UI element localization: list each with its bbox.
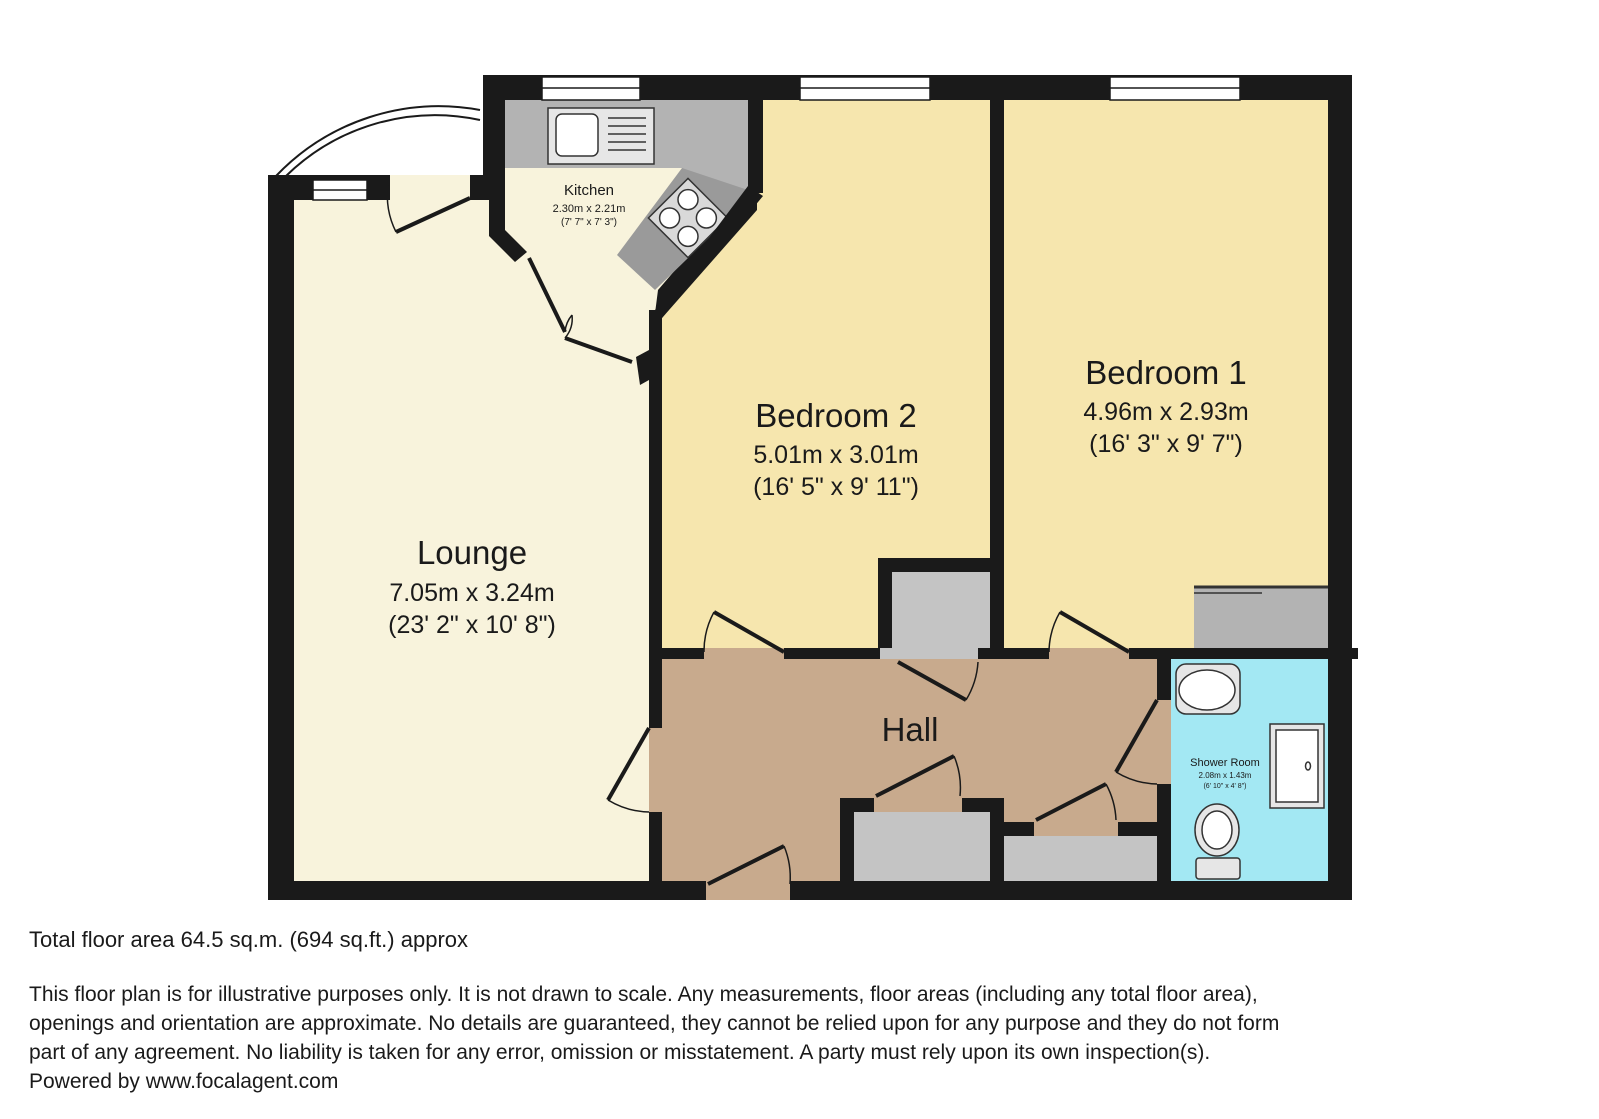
powered-by-link[interactable]: Powered by www.focalagent.com (29, 1070, 339, 1093)
window-bedroom2 (799, 76, 931, 101)
window-bedroom1 (1109, 76, 1241, 101)
door-openings (390, 175, 1171, 900)
shower-room-name: Shower Room (1190, 757, 1260, 769)
window-lounge (312, 179, 368, 201)
hob-icon (647, 177, 729, 259)
kitchen-metric: 2.30m x 2.21m (553, 203, 626, 215)
bedroom1-name: Bedroom 1 (1085, 354, 1246, 391)
kitchen-imperial: (7' 7" x 7' 3") (561, 217, 617, 228)
shower-room-metric: 2.08m x 1.43m (1199, 771, 1252, 780)
disclaimer-line: openings and orientation are approximate… (29, 1012, 1280, 1035)
basin-icon (1175, 663, 1241, 715)
bay-window-arc (275, 105, 481, 177)
disclaimer-line: part of any agreement. No liability is t… (29, 1041, 1211, 1064)
cupboard-hall-2 (1004, 836, 1157, 881)
hall-name: Hall (882, 711, 939, 748)
bedroom1-floor (1004, 100, 1328, 648)
bedroom1-imperial: (16' 3" x 9' 7") (1089, 430, 1243, 458)
disclaimer: This floor plan is for illustrative purp… (29, 980, 1569, 1096)
total-floor-area: Total floor area 64.5 sq.m. (694 sq.ft.)… (29, 927, 469, 952)
sink-bowl (555, 113, 599, 157)
windows (312, 76, 1241, 201)
door-swings (386, 184, 1159, 886)
kitchen-name: Kitchen (564, 182, 614, 199)
toilet-icon (1194, 803, 1241, 880)
kitchen-floor (505, 168, 682, 368)
window-kitchen (541, 76, 641, 101)
kitchen-fittings (505, 100, 748, 290)
bedroom2-name: Bedroom 2 (755, 397, 916, 434)
wardrobe-bedroom1 (1194, 587, 1328, 648)
disclaimer-line: This floor plan is for illustrative purp… (29, 983, 1258, 1006)
lounge-metric: 7.05m x 3.24m (389, 579, 554, 607)
cupboard-bedroom2 (892, 572, 990, 648)
lounge-name: Lounge (417, 534, 527, 571)
shower-room-imperial: (6' 10" x 4' 8") (1203, 783, 1246, 790)
shower-room-fittings (1175, 663, 1325, 880)
hall-floor (662, 659, 1157, 881)
bedroom2-floor (662, 100, 990, 648)
floor-plan: Lounge 7.05m x 3.24m (23' 2" x 10' 8") K… (268, 75, 1358, 900)
storage-cupboards (854, 572, 1328, 881)
bedroom2-metric: 5.01m x 3.01m (753, 441, 918, 469)
room-labels: Lounge 7.05m x 3.24m (23' 2" x 10' 8") K… (388, 182, 1260, 790)
lounge-imperial: (23' 2" x 10' 8") (388, 611, 556, 639)
cupboard-hall-1 (854, 812, 990, 881)
bedroom2-imperial: (16' 5" x 9' 11") (753, 473, 919, 501)
shower-tray-icon (1269, 723, 1325, 809)
drainer-icon (608, 117, 646, 151)
bedroom1-metric: 4.96m x 2.93m (1083, 398, 1248, 426)
